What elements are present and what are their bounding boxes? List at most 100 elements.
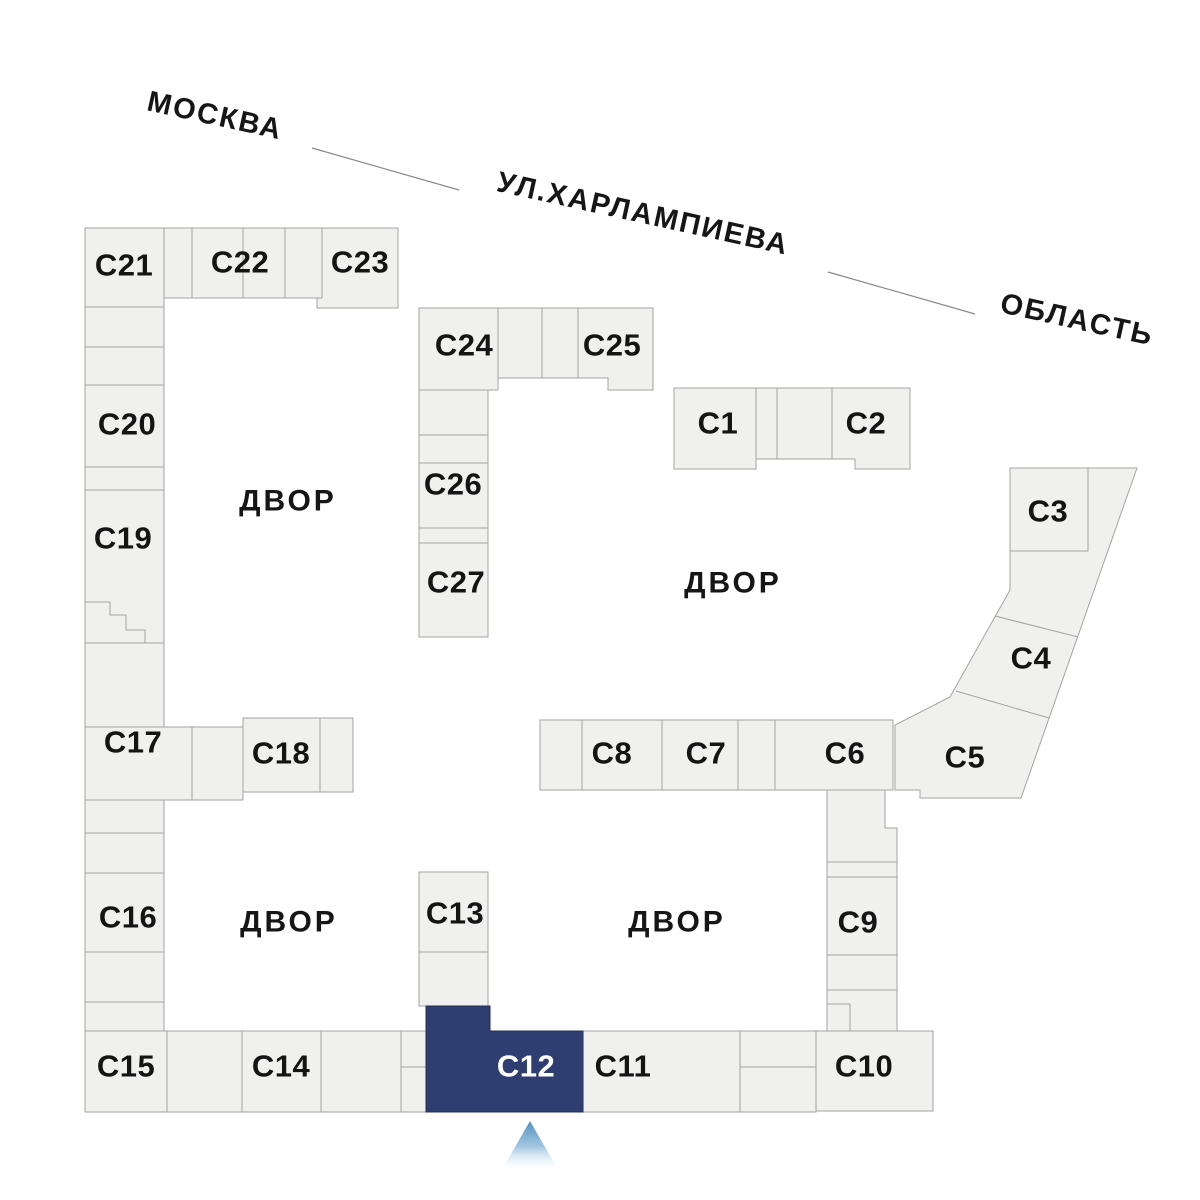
building-section[interactable] <box>166 1030 243 1113</box>
building-c22[interactable]: С22 <box>191 227 286 299</box>
building-c21[interactable]: С21 <box>84 227 165 308</box>
building-section[interactable] <box>418 527 489 544</box>
building-section[interactable] <box>284 227 323 299</box>
building-c8[interactable]: С8 <box>581 719 663 791</box>
building-c20[interactable]: С20 <box>84 384 165 468</box>
building-c10[interactable]: С10 <box>815 1030 934 1112</box>
building-c17[interactable]: С17 <box>84 642 193 801</box>
building-c14-shape[interactable] <box>241 1030 322 1113</box>
building-c14[interactable]: С14 <box>241 1030 322 1113</box>
courtyard-label: ДВОР <box>240 906 338 939</box>
building-c3-label: С3 <box>1028 494 1069 529</box>
building-c27-shape[interactable] <box>418 542 489 638</box>
building-c9-label: С9 <box>838 905 879 940</box>
building-c12-selected[interactable]: С12 <box>425 1005 584 1113</box>
building-c2-shape[interactable] <box>831 387 911 470</box>
building-section[interactable] <box>755 387 778 460</box>
building-section[interactable] <box>163 227 193 299</box>
building-c7-shape[interactable] <box>661 719 739 791</box>
building-c7[interactable]: С7 <box>661 719 776 791</box>
building-section[interactable] <box>739 1066 817 1113</box>
building-section[interactable] <box>826 861 898 878</box>
building-section[interactable] <box>418 434 489 464</box>
building-section[interactable] <box>418 389 489 436</box>
building-c23-shape[interactable] <box>316 227 399 309</box>
building-section[interactable] <box>400 1066 427 1113</box>
building-c2[interactable]: С2 <box>831 387 911 470</box>
selected-building-marker <box>503 1121 557 1168</box>
building-c4-label: С4 <box>1011 641 1052 676</box>
building-section[interactable] <box>84 799 165 834</box>
building-c1-shape[interactable] <box>673 387 757 470</box>
building-c22-shape[interactable] <box>242 227 286 299</box>
building-section[interactable] <box>84 1001 165 1032</box>
building-c18-shape[interactable] <box>242 717 321 793</box>
building-section[interactable] <box>826 954 898 991</box>
building-c18[interactable]: С18 <box>242 717 321 793</box>
building-c24-shape[interactable] <box>418 307 499 391</box>
building-c27[interactable]: С27 <box>418 542 489 638</box>
building-c15-shape[interactable] <box>84 1030 168 1113</box>
building-section[interactable] <box>776 387 833 460</box>
building-section[interactable] <box>497 307 543 379</box>
building-c16-shape[interactable] <box>84 872 165 953</box>
building-c26-shape[interactable] <box>418 462 489 529</box>
building-c23[interactable]: С23 <box>316 227 399 309</box>
building-c25-shape[interactable] <box>577 307 654 391</box>
building-c22-shape[interactable] <box>191 227 244 299</box>
building-section[interactable] <box>84 346 165 386</box>
building-section[interactable] <box>826 1003 851 1032</box>
building-c15[interactable]: С15 <box>84 1030 168 1113</box>
building-c6-shape[interactable] <box>774 719 894 791</box>
building-section[interactable] <box>191 726 244 801</box>
building-c11[interactable]: С11 <box>582 1030 741 1113</box>
building-c13-label: С13 <box>426 896 484 931</box>
building-c1[interactable]: С1 <box>673 387 757 470</box>
street-label-moskva: МОСКВА <box>144 86 285 147</box>
building-c19[interactable]: С19 <box>84 489 165 644</box>
building-section[interactable] <box>319 717 354 793</box>
building-c17-shape[interactable] <box>84 726 193 801</box>
building-c25[interactable]: С25 <box>577 307 654 391</box>
building-section[interactable] <box>84 951 165 1003</box>
courtyard-label: ДВОР <box>239 485 337 518</box>
building-c23-label: С23 <box>331 245 389 280</box>
building-section[interactable] <box>84 466 165 491</box>
building-section[interactable] <box>84 832 165 874</box>
building-section[interactable] <box>539 719 583 791</box>
building-c13[interactable]: С13 <box>418 871 489 953</box>
building-c9[interactable]: С9 <box>826 876 898 956</box>
building-section[interactable] <box>737 719 776 791</box>
building-c11-shape[interactable] <box>582 1030 741 1113</box>
building-c24[interactable]: С24 <box>418 307 499 391</box>
building-c10-shape[interactable] <box>815 1030 934 1112</box>
building-section[interactable] <box>739 1030 817 1068</box>
building-c4-divider <box>955 690 1050 719</box>
building-wing-c3-c4-c5: С3 С4 С5 <box>894 467 1138 799</box>
building-section[interactable] <box>418 951 489 1007</box>
building-section[interactable] <box>320 1030 402 1113</box>
building-section[interactable] <box>541 307 579 379</box>
building-c6-shape[interactable] <box>826 789 898 863</box>
building-c13-shape[interactable] <box>418 871 489 953</box>
building-c11-label: С11 <box>595 1049 652 1084</box>
building-sections <box>84 227 898 1113</box>
building-c3-shape[interactable] <box>1009 467 1089 552</box>
building-c19-shape[interactable] <box>84 489 165 644</box>
building-c8-shape[interactable] <box>581 719 663 791</box>
building-section[interactable] <box>84 306 165 348</box>
street-label-kharlampieva: УЛ.ХАРЛАМПИЕВА <box>494 166 792 261</box>
building-c26[interactable]: С26 <box>418 462 489 529</box>
building-c21-label: С21 <box>95 248 153 283</box>
building-c4-divider <box>994 615 1079 638</box>
building-c12-shape[interactable] <box>425 1005 584 1113</box>
building-c20-shape[interactable] <box>84 384 165 468</box>
building-c9-shape[interactable] <box>826 876 898 956</box>
building-c6-label: С6 <box>825 736 866 771</box>
building-c17-shape[interactable] <box>84 642 165 728</box>
building-section[interactable] <box>400 1030 427 1068</box>
building-c6[interactable]: С6 <box>774 719 898 863</box>
building-c21-shape[interactable] <box>84 227 165 308</box>
building-c16[interactable]: С16 <box>84 872 165 953</box>
